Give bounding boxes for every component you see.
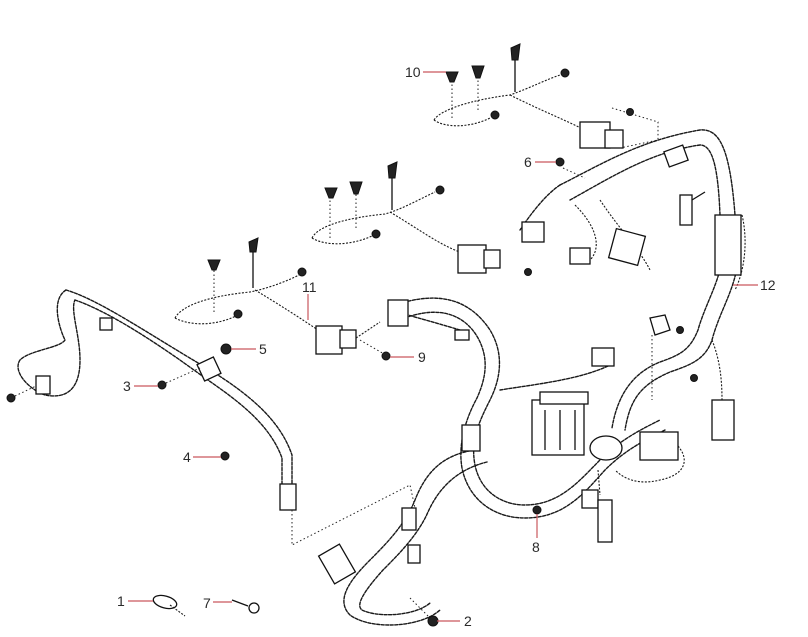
nut-icon <box>6 393 16 403</box>
bolt-icon <box>248 602 260 614</box>
callout-1[interactable]: 1 <box>117 593 153 609</box>
callout-9[interactable]: 9 <box>390 349 426 365</box>
callout-label: 4 <box>183 449 191 465</box>
nut-icon <box>555 157 565 167</box>
callout-label: 7 <box>203 595 211 611</box>
callout-label: 8 <box>532 539 540 555</box>
injector-connector <box>315 325 343 355</box>
ecu-connector <box>639 431 679 461</box>
callout-10[interactable]: 10 <box>405 64 446 80</box>
relay-connector-block <box>531 399 585 456</box>
callout-label: 12 <box>760 277 776 293</box>
callout-label: 10 <box>405 64 421 80</box>
harness-sleeve <box>714 214 742 276</box>
callout-8[interactable]: 8 <box>532 514 540 555</box>
injector-connector <box>457 244 487 274</box>
connector <box>461 424 481 452</box>
callout-11[interactable]: 11 <box>302 279 317 320</box>
nut-icon <box>381 351 391 361</box>
injector-subharness-lower <box>174 237 381 355</box>
bolt-icon <box>220 451 230 461</box>
connector <box>387 299 409 327</box>
connector <box>317 543 357 585</box>
callout-label: 9 <box>418 349 426 365</box>
callout-label: 11 <box>302 279 317 295</box>
connector <box>401 507 417 531</box>
connector <box>407 544 421 564</box>
connector <box>591 347 615 367</box>
callout-7[interactable]: 7 <box>203 595 232 611</box>
nut-icon <box>532 505 542 515</box>
hardware-parts <box>6 157 698 627</box>
callout-2[interactable]: 2 <box>437 613 472 629</box>
injector-subharness-top <box>433 43 659 149</box>
callout-3[interactable]: 3 <box>123 378 158 394</box>
callout-5[interactable]: 5 <box>231 341 267 357</box>
sensor-connector <box>597 499 613 543</box>
nut-icon <box>220 343 232 355</box>
connector <box>279 483 297 511</box>
connector <box>521 221 545 243</box>
callout-label: 2 <box>464 613 472 629</box>
callout-label: 5 <box>259 341 267 357</box>
nut-icon <box>427 615 439 627</box>
callout-6[interactable]: 6 <box>524 154 556 170</box>
main-harness <box>17 129 746 626</box>
callout-4[interactable]: 4 <box>183 449 221 465</box>
nut-icon <box>157 380 167 390</box>
callout-label: 6 <box>524 154 532 170</box>
callout-label: 1 <box>117 593 125 609</box>
injector-subharness-middle <box>311 161 501 274</box>
connector <box>711 399 735 441</box>
callout-label: 3 <box>123 378 131 394</box>
callout-12[interactable]: 12 <box>733 277 776 293</box>
